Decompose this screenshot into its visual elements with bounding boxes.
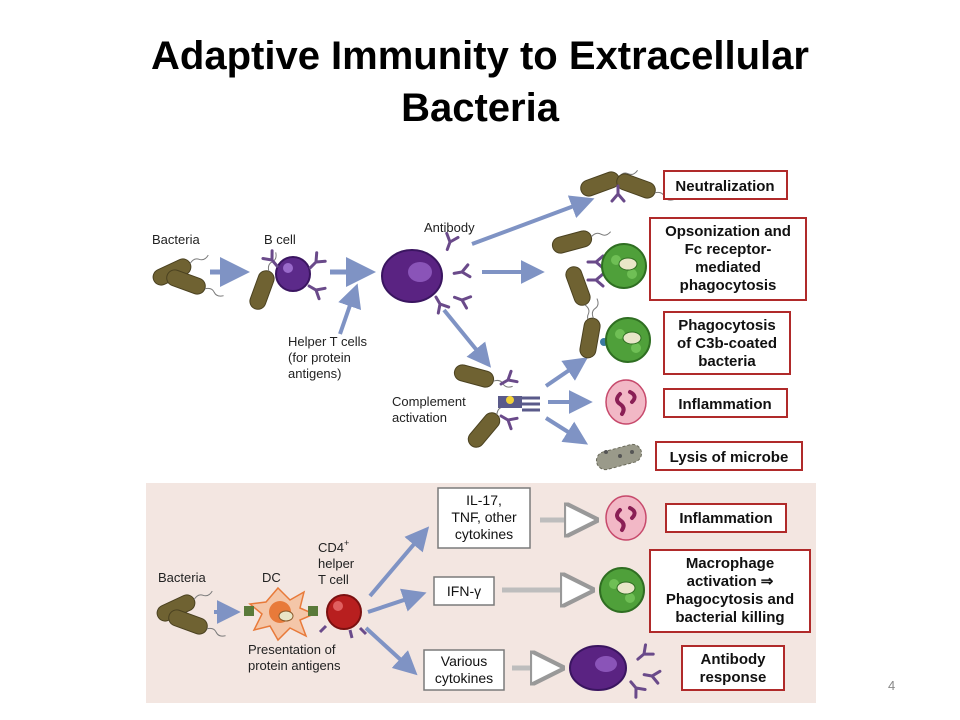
helper-t-label-1: Helper T cells — [288, 334, 367, 349]
top-panel: Bacteria B cell Helper T cells (for prot… — [149, 162, 807, 471]
presentation-label-1: Presentation of — [248, 642, 336, 657]
opsonization-label-4: phagocytosis — [680, 277, 777, 294]
antibody-response-box — [681, 645, 785, 691]
various-box — [423, 649, 505, 691]
helper-t-label-2: (for protein — [288, 350, 351, 365]
arrow-to-lysis — [544, 416, 589, 445]
c3b-phagocyte — [578, 296, 651, 363]
inflammation-label-top: Inflammation — [678, 396, 771, 413]
arrow-to-neutralization — [471, 195, 595, 246]
cd4-label-3: T cell — [318, 572, 349, 587]
antibody-response-label-2: response — [700, 669, 767, 686]
activated-macrophage — [599, 567, 645, 613]
top-bacteria-label: Bacteria — [152, 232, 200, 247]
neutrophil-top — [604, 378, 648, 426]
opsonization-label-2: Fc receptor- — [685, 241, 772, 258]
dendritic-cell — [244, 586, 318, 642]
inflammation-box-top — [663, 388, 788, 418]
b-cell — [247, 249, 327, 313]
il17-label-3: cytokines — [455, 526, 513, 542]
various-label-2: cytokines — [435, 670, 493, 686]
opsonization-box — [649, 217, 807, 301]
presentation-label-2: protein antigens — [248, 658, 341, 673]
ifn-box — [433, 576, 495, 606]
phagocytosis-label-3: bacteria — [698, 353, 756, 370]
inflammation-label-bottom: Inflammation — [679, 510, 772, 527]
plasma-cell — [381, 231, 473, 315]
complement-label-2: activation — [392, 410, 447, 425]
antibody-label: Antibody — [424, 220, 475, 235]
opsonization-label-1: Opsonization and — [665, 223, 791, 240]
bacteria-cluster-top — [149, 247, 227, 304]
ifn-label: IFN-γ — [447, 583, 481, 599]
phagocytosis-label-1: Phagocytosis — [678, 317, 776, 334]
macrophage-label-2: activation ⇒ — [687, 573, 774, 590]
macrophage-label-4: bacterial killing — [675, 609, 784, 626]
arrow-t-to-ifn — [367, 588, 427, 614]
neutralization-box — [663, 170, 788, 200]
macrophage-label-3: Phagocytosis and — [666, 591, 794, 608]
arrow-to-c3b — [544, 357, 588, 388]
cd4-t-cell — [318, 594, 368, 639]
neutralized-bacteria — [577, 162, 677, 208]
arrow-helper-to-bcell — [338, 283, 362, 335]
arrow-to-complement — [442, 308, 492, 368]
inflammation-box-bottom — [665, 503, 787, 533]
complement-label-1: Complement — [392, 394, 466, 409]
helper-t-label-3: antigens) — [288, 366, 341, 381]
cd4-label-1: CD4+ — [318, 538, 349, 555]
macrophage-box — [649, 549, 811, 633]
il17-label-2: TNF, other — [451, 509, 517, 525]
dc-label: DC — [262, 570, 281, 585]
macrophage-label-1: Macrophage — [686, 555, 774, 572]
title-line-2: Bacteria — [401, 86, 559, 130]
lysed-microbe — [595, 443, 643, 471]
neutrophil-bottom — [604, 494, 648, 542]
lysis-box — [655, 441, 803, 471]
bottom-bacteria-label: Bacteria — [158, 570, 206, 585]
slide-title: Adaptive Immunity to Extracellular Bacte… — [40, 30, 920, 134]
opsonization-label-3: mediated — [695, 259, 761, 276]
title-line-1: Adaptive Immunity to Extracellular — [151, 34, 809, 78]
phagocytosis-label-2: of C3b-coated — [677, 335, 777, 352]
il17-box — [437, 487, 531, 549]
opsonized-bacteria — [550, 223, 647, 327]
il17-label-1: IL-17, — [466, 492, 502, 508]
antibody-producing-cell — [569, 643, 662, 699]
arrow-t-to-il17 — [368, 526, 430, 598]
arrow-t-to-various — [364, 626, 418, 676]
cd4-label-2: helper — [318, 556, 355, 571]
phagocytosis-c3b-box — [663, 311, 791, 375]
page-number: 4 — [888, 678, 896, 693]
bottom-panel: Bacteria DC CD4+ helper T cell Presentat… — [146, 483, 816, 703]
various-label-1: Various — [441, 653, 487, 669]
lysis-label: Lysis of microbe — [670, 449, 789, 466]
b-cell-label: B cell — [264, 232, 296, 247]
antibody-response-label-1: Antibody — [701, 651, 767, 668]
neutralization-label: Neutralization — [675, 178, 774, 195]
complement-complex — [452, 362, 540, 451]
